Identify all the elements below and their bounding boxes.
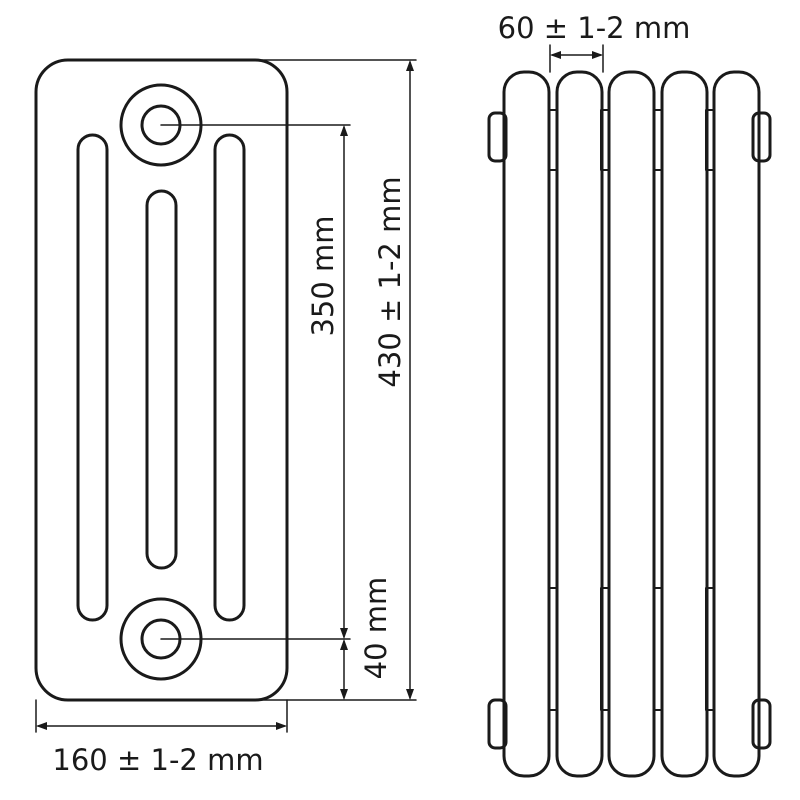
- radiator-front-view: [34, 58, 289, 702]
- column-2: [555, 70, 604, 778]
- column-4: [660, 70, 709, 778]
- dimension-lines: [35, 59, 417, 733]
- slot-right: [213, 133, 246, 622]
- plug-right-top: [751, 111, 772, 163]
- pipe-spacing-label: 350 mm: [306, 215, 340, 336]
- plug-right-bottom: [751, 698, 772, 750]
- front-view-outline: [34, 58, 289, 702]
- column-connectors: [548, 109, 715, 711]
- bottom-offset-label: 40 mm: [359, 577, 393, 680]
- plug-left-bottom: [487, 698, 508, 750]
- radiator-side-view: [487, 44, 772, 778]
- section-width-label: 60 ± 1-2 mm: [498, 11, 691, 45]
- plug-left-top: [487, 111, 508, 163]
- column-5: [712, 70, 761, 778]
- column-1: [502, 70, 551, 778]
- column-3: [607, 70, 656, 778]
- slot-center: [145, 189, 178, 570]
- width-total-label: 160 ± 1-2 mm: [52, 743, 263, 777]
- height-total-label: 430 ± 1-2 mm: [373, 176, 407, 387]
- slot-left: [76, 133, 109, 622]
